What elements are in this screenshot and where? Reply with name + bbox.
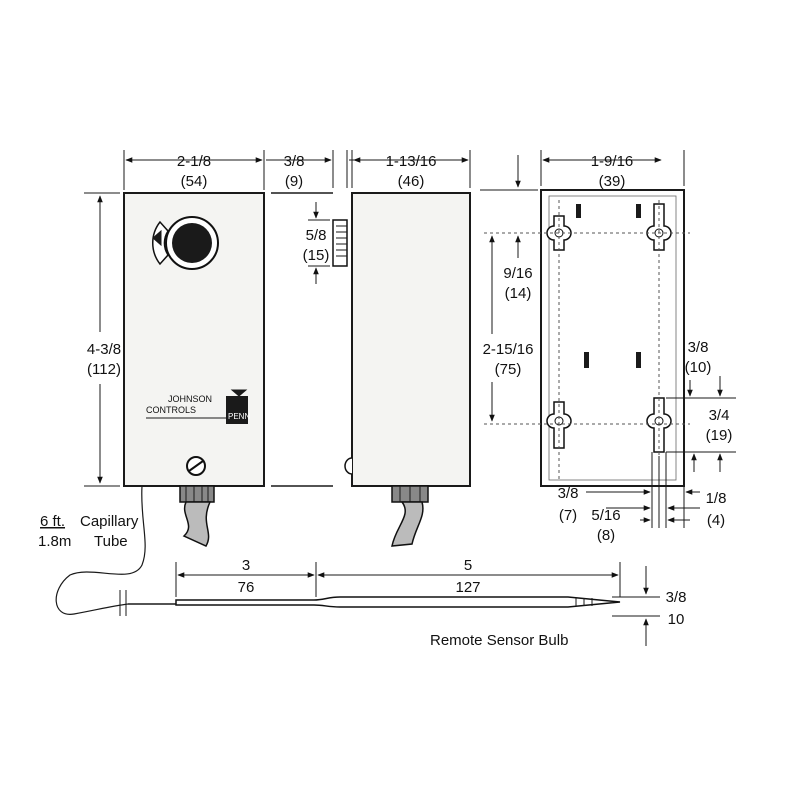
bulb-length-mm-label: 127 [455, 579, 480, 596]
bottom-c-label: 1/8 [706, 490, 727, 507]
top-offset-mm-label: (14) [505, 285, 532, 302]
front-width-mm-label: (54) [181, 173, 208, 190]
back-width-label: 1-9/16 [591, 153, 634, 170]
bulb-lead-mm-label: 76 [238, 579, 255, 596]
back-view [484, 189, 690, 528]
slot-length-mm-label: (19) [706, 427, 733, 444]
top-offset-label: 9/16 [503, 265, 532, 282]
bottom-a-label: 3/8 [558, 485, 579, 502]
bottom-b-label: 5/16 [591, 507, 620, 524]
bottom-b-mm-label: (8) [597, 527, 615, 544]
hole-spacing-mm-label: (75) [495, 361, 522, 378]
front-height-mm-label: (112) [87, 361, 121, 378]
sensor-bulb [175, 562, 660, 646]
side-thin-view [271, 192, 348, 487]
logo-line1: JOHNSON [168, 394, 212, 404]
slot-length-label: 3/4 [709, 407, 730, 424]
knob-height-label: 5/8 [306, 227, 327, 244]
bottom-c-mm-label: (4) [707, 512, 725, 529]
side-depth-label: 3/8 [284, 153, 305, 170]
front-width-label: 2-1/8 [177, 153, 211, 170]
bottom-a-mm-label: (7) [559, 507, 577, 524]
bulb-dia-label: 3/8 [666, 589, 687, 606]
knob-height-mm-label: (15) [303, 247, 330, 264]
logo-badge: PENN [228, 412, 250, 421]
capillary-word2-label: Tube [94, 533, 128, 550]
callout-labels: 6 ft. Capillary 1.8m Tube Remote Sensor … [38, 513, 568, 649]
side-view [344, 192, 471, 547]
dimension-lines [84, 150, 736, 523]
capillary-length-label: 6 ft. [40, 513, 65, 530]
slot-edge-label: 3/8 [688, 339, 709, 356]
front-view: JOHNSON CONTROLS PENN [123, 192, 265, 547]
slot-edge-mm-label: (10) [685, 359, 712, 376]
brand-logo: JOHNSON CONTROLS PENN [146, 389, 250, 424]
bulb-length-label: 5 [464, 557, 472, 574]
dial-knob [151, 216, 219, 270]
capillary-tube [55, 485, 176, 616]
screw [186, 456, 206, 476]
hole-spacing-label: 2-15/16 [483, 341, 534, 358]
cable-fitting [179, 485, 215, 547]
bulb-dia-mm-label: 10 [668, 611, 685, 628]
capillary-word1-label: Capillary [80, 513, 139, 530]
side-width-label: 1-13/16 [386, 153, 437, 170]
dimension-labels: 2-1/8 (54) 4-3/8 (112) 3/8 (9) 5/8 (15) … [87, 153, 732, 628]
logo-line2: CONTROLS [146, 405, 196, 415]
side-width-mm-label: (46) [398, 173, 425, 190]
bulb-lead-label: 3 [242, 557, 250, 574]
capillary-length-m-label: 1.8m [38, 533, 71, 550]
back-width-mm-label: (39) [599, 173, 626, 190]
front-height-label: 4-3/8 [87, 341, 121, 358]
side-depth-mm-label: (9) [285, 173, 303, 190]
sensor-label: Remote Sensor Bulb [430, 632, 568, 649]
